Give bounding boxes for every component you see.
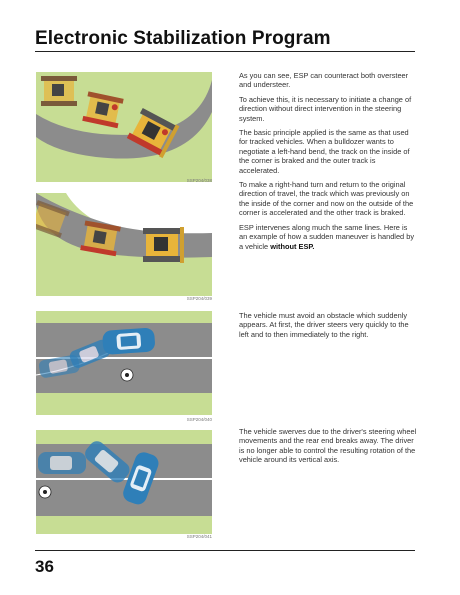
bulldozer-right-bend-illustration bbox=[36, 193, 212, 296]
bulldozer-left-bend-illustration bbox=[36, 72, 212, 182]
paragraph-lead-text: ESP intervenes along much the same lines… bbox=[239, 222, 415, 251]
figure-code: SSP204/038 bbox=[186, 178, 212, 183]
footer-rule bbox=[35, 550, 415, 551]
figure-tracked-left: SSP204/038 bbox=[36, 72, 212, 190]
paragraph: To achieve this, it is necessary to init… bbox=[239, 94, 412, 123]
page-title: Electronic Stabilization Program bbox=[35, 28, 331, 49]
figure-car-swerve: SSP204/040 bbox=[36, 311, 212, 423]
figure-code: SSP204/039 bbox=[186, 296, 212, 301]
page-number: 36 bbox=[35, 557, 54, 576]
figure-code: SSP204/041 bbox=[186, 534, 212, 539]
figure-tracked-right: SSP204/039 bbox=[36, 193, 212, 303]
paragraph-esp-lead: ESP intervenes along much the same lines… bbox=[239, 223, 417, 251]
text-block-swerve: The vehicle must avoid an obstacle which… bbox=[239, 311, 417, 344]
figure-code: SSP204/040 bbox=[186, 417, 212, 422]
paragraph: To make a right-hand turn and return to … bbox=[239, 180, 414, 218]
text-block-rotation: The vehicle swerves due to the driver's … bbox=[239, 427, 417, 470]
text-block-tracked: As you can see, ESP can counteract both … bbox=[239, 71, 417, 256]
figure-car-rotation: SSP204/041 bbox=[36, 430, 212, 542]
emphasis-text: without ESP. bbox=[270, 241, 315, 251]
car-rotation-illustration bbox=[36, 430, 212, 534]
header-rule bbox=[35, 51, 415, 52]
paragraph: The vehicle swerves due to the driver's … bbox=[239, 427, 417, 465]
paragraph: The basic principle applied is the same … bbox=[239, 128, 410, 175]
car-swerve-illustration bbox=[36, 311, 212, 415]
paragraph: The vehicle must avoid an obstacle which… bbox=[239, 311, 409, 339]
paragraph: As you can see, ESP can counteract both … bbox=[239, 71, 409, 90]
